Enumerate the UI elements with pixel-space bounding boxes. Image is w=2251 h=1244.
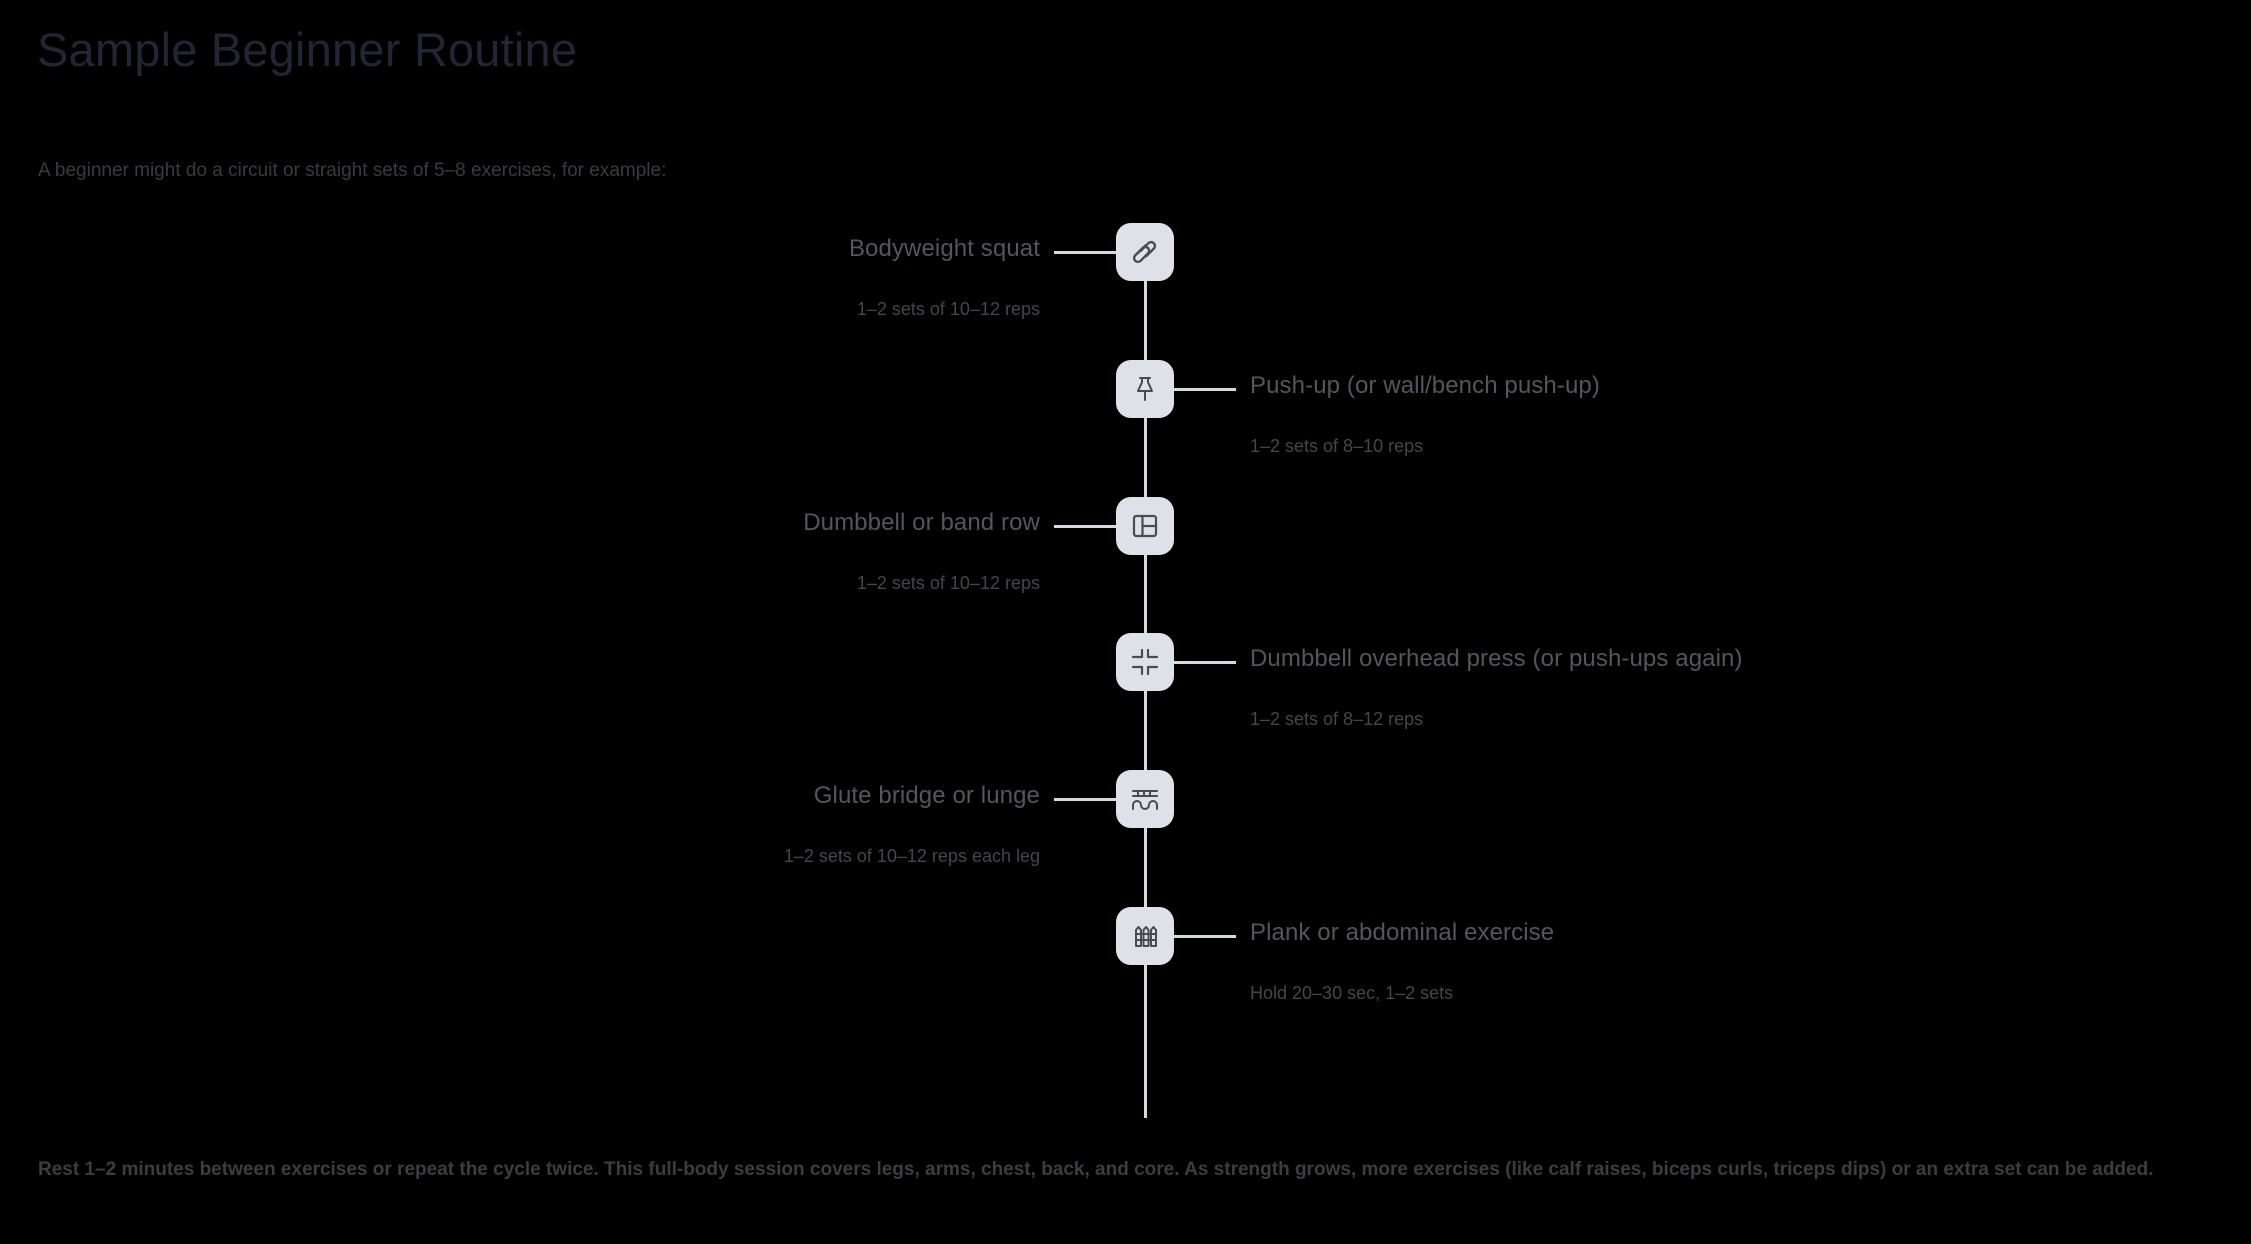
timeline-item-detail: 1–2 sets of 10–12 reps each leg	[783, 846, 1040, 867]
timeline-item-label: Push-up (or wall/bench push-up)	[1250, 371, 1600, 399]
timeline-connector	[1054, 524, 1116, 528]
timeline-item-detail: 1–2 sets of 10–12 reps	[856, 572, 1040, 593]
pushpin-icon	[1137, 376, 1153, 401]
timeline-connector	[1174, 387, 1236, 391]
timeline-connector	[1174, 935, 1236, 938]
timeline-node-4[interactable]	[1116, 633, 1174, 692]
timeline-node-5[interactable]	[1116, 770, 1174, 829]
timeline-item-detail: 1–2 sets of 10–12 reps	[856, 299, 1040, 319]
timeline-node-3[interactable]	[1116, 496, 1174, 555]
timeline-node-2[interactable]	[1116, 359, 1174, 418]
timeline-item-label: Plank or abdominal exercise	[1250, 919, 1555, 946]
timeline-item-label: Bodyweight squat	[848, 235, 1040, 262]
timeline-item-label: Glute bridge or lunge	[813, 782, 1040, 810]
squarespace-logo-icon	[1132, 240, 1157, 264]
timeline-connector	[1054, 798, 1116, 802]
timeline-item-detail: Hold 20–30 sec, 1–2 sets	[1250, 983, 1454, 1003]
footer-note: Rest 1–2 minutes between exercises or re…	[38, 1159, 2154, 1180]
page-title: Sample Beginner Routine	[37, 23, 578, 76]
page-subtitle: A beginner might do a circuit or straigh…	[38, 160, 667, 181]
timeline-item-label: Dumbbell or band row	[803, 508, 1040, 536]
layout-panels-icon	[1132, 514, 1158, 537]
collapse-inward-icon	[1131, 649, 1159, 676]
timeline-item-label: Dumbbell overhead press (or push-ups aga…	[1250, 645, 1743, 673]
timeline-connector	[1174, 661, 1236, 665]
fence-icon	[1135, 926, 1157, 947]
timeline-item-detail: 1–2 sets of 8–10 reps	[1250, 435, 1424, 456]
timeline-node-6[interactable]	[1116, 907, 1174, 965]
timeline-item-detail: 1–2 sets of 8–12 reps	[1250, 709, 1424, 730]
timeline-connector	[1054, 251, 1116, 254]
timeline-node-1[interactable]	[1116, 223, 1174, 281]
bridge-icon	[1132, 790, 1158, 811]
